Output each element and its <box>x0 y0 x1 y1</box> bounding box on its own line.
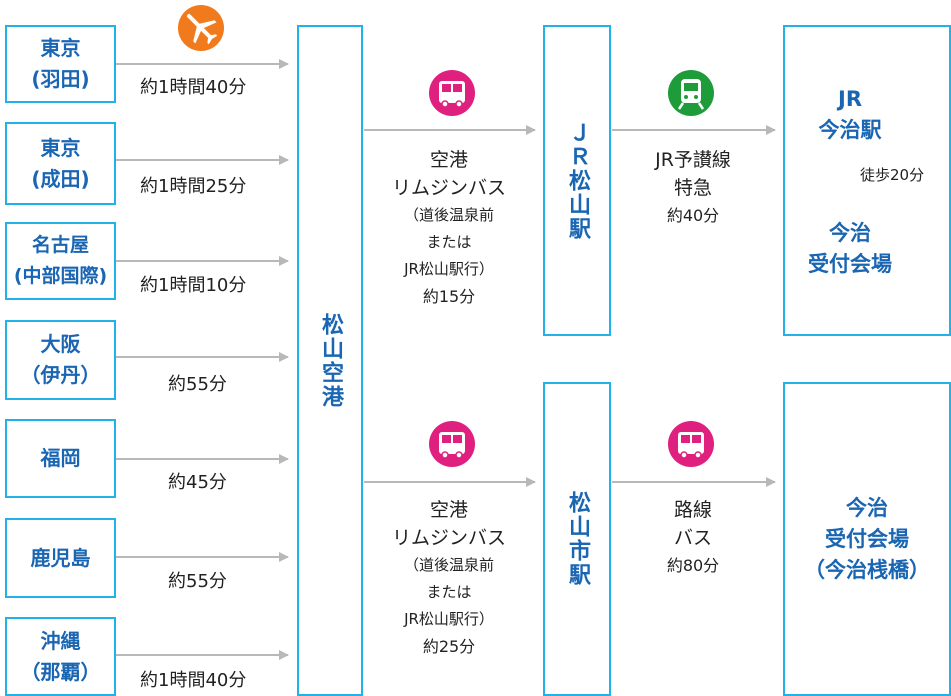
rail-label-time: 約40分 <box>666 206 720 225</box>
route-bus-line2: バス <box>673 527 712 549</box>
airport-limousine-label-bottom: 空港 リムジンバス （道後温泉前 または JR松山駅行） 約25分 <box>374 496 524 660</box>
venue-line2: 受付会場 <box>825 526 909 551</box>
origin-box-4: 福岡 <box>5 419 116 498</box>
origin-name: 沖縄 <box>40 628 81 653</box>
origin-name: 鹿児島 <box>30 545 91 570</box>
bus-label-line5: JR松山駅行） <box>404 610 494 628</box>
duration-0: 約1時間40分 <box>140 77 247 98</box>
duration-3: 約55分 <box>168 374 227 395</box>
duration-5: 約55分 <box>168 571 227 592</box>
bus-icon <box>429 421 475 467</box>
route-bus-line1: 路線 <box>673 499 712 521</box>
station-name: ＪＲ松山駅 <box>565 120 590 241</box>
imabari-venue-label-top: 今治 受付会場 <box>790 218 910 280</box>
bus-label-time: 約25分 <box>422 637 476 656</box>
airplane-icon <box>178 5 224 51</box>
station-line1: JR <box>838 87 862 111</box>
origin-box-6: 沖縄 （那覇） <box>5 617 116 696</box>
origin-airport: (中部国際) <box>13 265 108 287</box>
venue-line1: 今治 <box>846 495 888 520</box>
route-bus-time: 約80分 <box>666 556 720 575</box>
origin-box-5: 鹿児島 <box>5 518 116 598</box>
imabari-jr-destination-box <box>783 25 951 336</box>
jr-matsuyama-station-box: ＪＲ松山駅 <box>543 25 611 336</box>
origin-box-2: 名古屋 (中部国際) <box>5 222 116 300</box>
origin-name: 福岡 <box>40 446 81 470</box>
rail-label: JR予讃線 特急 約40分 <box>625 146 761 229</box>
bus-label-line3: （道後温泉前 <box>403 206 494 224</box>
bus-label-time: 約15分 <box>422 287 476 306</box>
origin-name: 東京 <box>40 135 81 160</box>
origin-airport: （伊丹） <box>20 363 101 387</box>
airport-box: 松山空港 <box>297 25 363 696</box>
bus-label-line3: （道後温泉前 <box>403 556 494 574</box>
bus-label-line2: リムジンバス <box>391 177 506 199</box>
train-icon <box>668 70 714 116</box>
duration-2: 約1時間10分 <box>140 275 247 296</box>
origin-name: 名古屋 <box>31 234 89 256</box>
origin-airport: (成田) <box>31 166 90 191</box>
station-line2: 今治駅 <box>818 118 882 142</box>
walk-label: 徒歩20分 <box>860 166 925 184</box>
bus-label-line2: リムジンバス <box>391 527 506 549</box>
venue-line2: 受付会場 <box>808 252 892 276</box>
duration-4: 約45分 <box>168 472 227 493</box>
origin-name: 大阪 <box>40 332 81 356</box>
imabari-pier-destination-box: 今治 受付会場 （今治桟橋） <box>783 382 951 696</box>
origin-airport: （那覇） <box>20 659 101 684</box>
duration-6: 約1時間40分 <box>140 670 247 691</box>
bus-label-line1: 空港 <box>429 499 468 521</box>
rail-label-line2: 特急 <box>673 177 712 199</box>
route-bus-label: 路線 バス 約80分 <box>625 496 761 579</box>
bus-icon <box>668 421 714 467</box>
airport-limousine-label-top: 空港 リムジンバス （道後温泉前 または JR松山駅行） 約15分 <box>374 146 524 310</box>
venue-line1: 今治 <box>829 221 871 245</box>
origin-airport: (羽田) <box>31 67 90 91</box>
bus-label-line4: または <box>426 583 472 601</box>
bus-label-line1: 空港 <box>429 149 468 171</box>
bus-label-line5: JR松山駅行） <box>404 260 494 278</box>
bus-icon <box>429 70 475 116</box>
station-name: 松山市駅 <box>565 491 590 587</box>
bus-label-line4: または <box>426 233 472 251</box>
matsuyama-city-station-box: 松山市駅 <box>543 382 611 696</box>
origin-box-0: 東京 (羽田) <box>5 25 116 103</box>
airport-name: 松山空港 <box>318 312 343 409</box>
origin-box-3: 大阪 （伊丹） <box>5 320 116 400</box>
venue-line3: （今治桟橋） <box>804 557 930 582</box>
imabari-station-label: JR 今治駅 <box>800 84 900 146</box>
origin-box-1: 東京 (成田) <box>5 122 116 205</box>
origin-name: 東京 <box>40 36 81 60</box>
rail-label-line1: JR予讃線 <box>655 149 731 171</box>
duration-1: 約1時間25分 <box>140 176 247 197</box>
